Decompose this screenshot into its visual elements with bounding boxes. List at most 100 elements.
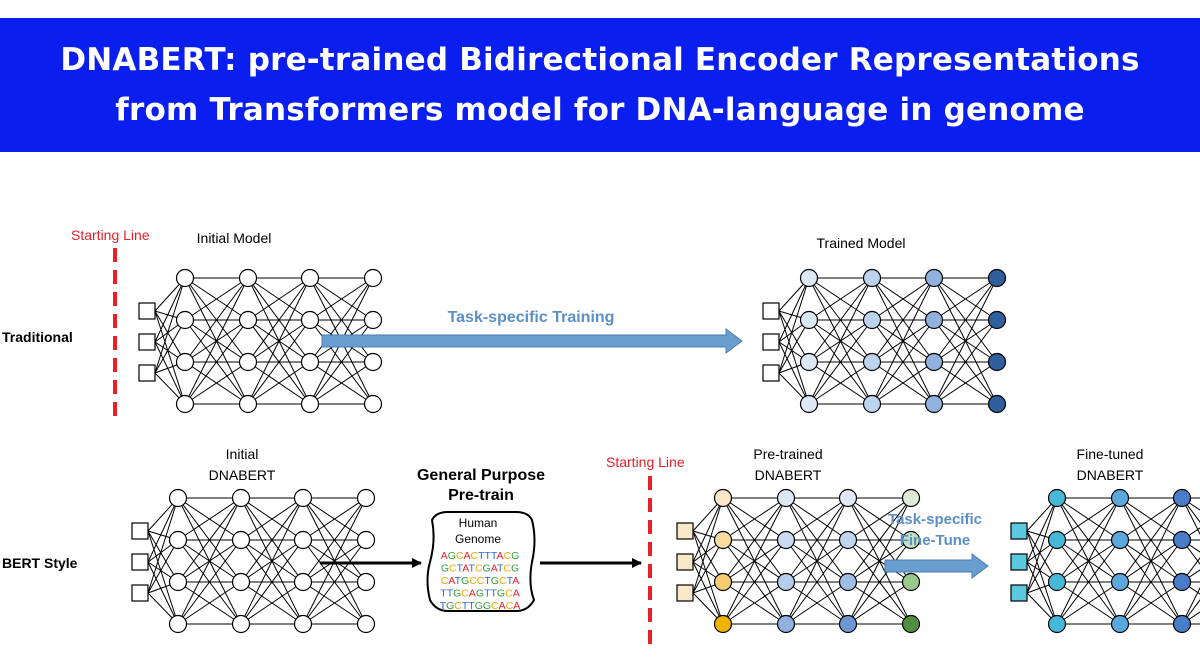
- neuron-node: [356, 530, 376, 550]
- network-edge: [1181, 539, 1200, 553]
- network-edge: [808, 361, 873, 405]
- neuron-node: [838, 614, 858, 634]
- neuron-node: [862, 310, 882, 330]
- caption-initial-dnabert-1: Initial: [226, 446, 259, 462]
- caption-initial-dnabert-2: DNABERT: [209, 467, 276, 483]
- pretrain-label-2: Pre-train: [448, 487, 514, 504]
- genome-box: [426, 511, 536, 612]
- input-node: [676, 584, 694, 602]
- network-edge: [184, 361, 249, 405]
- neuron-node: [356, 572, 376, 592]
- neuron-node: [1110, 530, 1130, 550]
- neuron-node: [799, 310, 819, 330]
- network-edge: [1119, 539, 1183, 625]
- neuron-node: [799, 352, 819, 372]
- neuron-node: [168, 614, 188, 634]
- title-line-1: DNABERT: pre-trained Bidirectional Encod…: [60, 42, 1140, 78]
- neuron-node: [862, 268, 882, 288]
- network-edge: [184, 277, 249, 321]
- network-edge: [778, 277, 810, 343]
- neuron-node: [776, 488, 796, 508]
- task-training-label: Task-specific Training: [448, 309, 615, 326]
- network-edge: [847, 539, 912, 625]
- input-node: [676, 522, 694, 540]
- neuron-node: [300, 310, 320, 330]
- network-connections: [778, 277, 998, 405]
- network-edge: [302, 539, 367, 625]
- network-edge: [1181, 581, 1200, 595]
- neuron-node: [238, 394, 258, 414]
- neuron-node: [901, 614, 921, 634]
- neuron-node: [924, 310, 944, 330]
- neuron-node: [924, 352, 944, 372]
- network-edge: [785, 497, 849, 625]
- network-edge: [184, 277, 249, 363]
- neuron-node: [363, 310, 383, 330]
- neuron-node: [238, 268, 258, 288]
- network-edge: [309, 277, 374, 321]
- network-edge: [778, 310, 810, 405]
- input-node: [131, 584, 149, 602]
- network-edge: [147, 539, 179, 594]
- network-edge: [692, 497, 724, 563]
- genome-sequence-line: CATGCCTGCTA: [441, 575, 519, 587]
- network-edge: [808, 277, 873, 405]
- neuron-node: [838, 488, 858, 508]
- task-training-arrow: [321, 328, 743, 354]
- network-edge: [309, 319, 374, 405]
- neuron-node: [776, 530, 796, 550]
- neuron-node: [175, 310, 195, 330]
- neuron-node: [987, 352, 1007, 372]
- genome-sequence-line: TGCTTGGCACA: [440, 600, 521, 612]
- network-edge: [247, 277, 311, 405]
- network-pretrained-dnabert: [676, 488, 921, 634]
- neuron-node: [1110, 488, 1130, 508]
- neuron-node: [175, 268, 195, 288]
- network-edge: [147, 561, 179, 625]
- network-edge: [778, 310, 810, 363]
- network-edge: [871, 277, 935, 405]
- network-edge: [778, 319, 810, 374]
- network-edge: [1181, 586, 1200, 625]
- network-edge: [785, 497, 849, 583]
- neuron-node: [776, 614, 796, 634]
- network-edge: [1026, 497, 1058, 563]
- neuron-node: [1047, 530, 1067, 550]
- network-edge: [309, 361, 374, 405]
- caption-pretrained-1: Pre-trained: [753, 446, 822, 462]
- network-edge: [692, 561, 724, 625]
- network-edge: [1181, 569, 1200, 583]
- network-edge: [1181, 539, 1200, 565]
- network-edge: [184, 319, 249, 405]
- neuron-node: [231, 530, 251, 550]
- network-edge: [692, 530, 724, 583]
- neuron-node: [924, 268, 944, 288]
- neuron-node: [168, 530, 188, 550]
- network-edge: [302, 497, 367, 583]
- network-edge: [1181, 497, 1200, 511]
- input-node: [138, 364, 156, 382]
- network-edge: [1119, 497, 1183, 541]
- network-edge: [722, 497, 787, 583]
- network-edge: [1056, 497, 1121, 625]
- finetune-arrow: [884, 553, 989, 579]
- network-edge: [1026, 539, 1058, 594]
- network-edge: [1026, 497, 1058, 594]
- neuron-node: [713, 614, 733, 634]
- network-edge: [309, 277, 374, 363]
- network-initial-dnabert: [131, 488, 376, 634]
- network-edge: [1119, 581, 1183, 625]
- neuron-node: [924, 394, 944, 414]
- neuron-node: [901, 488, 921, 508]
- network-edge: [785, 497, 849, 541]
- neuron-node: [356, 614, 376, 634]
- network-edge: [1181, 557, 1200, 583]
- neuron-node: [1172, 488, 1192, 508]
- network-edge: [240, 581, 304, 625]
- network-edge: [184, 277, 249, 405]
- finetune-label-2: Fine-Tune: [900, 532, 971, 549]
- network-edge: [247, 361, 311, 405]
- input-node: [676, 553, 694, 571]
- neuron-node: [1110, 572, 1130, 592]
